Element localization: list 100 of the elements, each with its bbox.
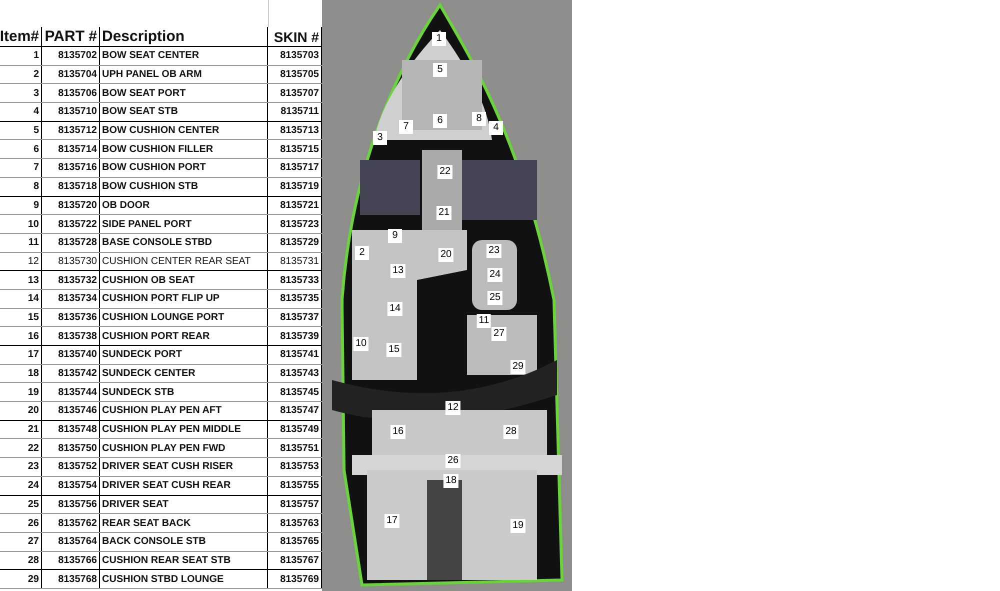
table-cell: CUSHION LOUNGE PORT (100, 308, 268, 326)
table-cell: 3 (0, 84, 42, 102)
table-cell: 16 (0, 327, 42, 345)
table-cell: BOW SEAT PORT (100, 84, 268, 102)
table-cell: 20 (0, 402, 42, 420)
table-cell: BOW SEAT STB (100, 103, 268, 121)
table-cell: 21 (0, 420, 42, 438)
table-cell: 29 (0, 570, 42, 588)
table-cell: 8135764 (42, 532, 100, 551)
table-cell: SUNDECK STB (100, 383, 268, 402)
callout-number: 7 (399, 120, 413, 134)
table-cell: 26 (0, 514, 42, 532)
table-cell: DRIVER SEAT (100, 496, 268, 514)
callout-number: 21 (436, 206, 452, 220)
callout-number: 12 (445, 401, 461, 415)
table-cell: 8135744 (42, 383, 100, 402)
table-cell: BOW CUSHION PORT (100, 159, 268, 177)
callout-number: 9 (388, 229, 402, 243)
table-cell: 8135756 (42, 496, 100, 514)
table-cell: 17 (0, 346, 42, 364)
table-cell: 8135762 (42, 514, 100, 532)
column-header: Description (100, 27, 268, 46)
callout-number: 28 (503, 425, 519, 439)
table-cell: CUSHION STBD LOUNGE (100, 570, 268, 588)
table-cell: 8135738 (42, 327, 100, 345)
table-cell: 8135716 (42, 159, 100, 177)
table-cell: 8135752 (42, 458, 100, 476)
table-cell: 8135714 (42, 140, 100, 158)
callout-number: 13 (390, 264, 406, 278)
table-cell: 8135722 (42, 215, 100, 233)
table-cell: 8135706 (42, 84, 100, 102)
callout-number: 18 (443, 474, 459, 488)
table-cell: 8135720 (42, 196, 100, 214)
table-cell: 8135754 (42, 476, 100, 494)
table-cell: BOW CUSHION FILLER (100, 140, 268, 158)
callout-number: 23 (486, 244, 502, 258)
table-cell: SUNDECK CENTER (100, 364, 268, 382)
table-cell: 8135766 (42, 552, 100, 570)
table-cell: 8135748 (42, 420, 100, 438)
callout-number: 16 (390, 425, 406, 439)
callout-number: 6 (433, 114, 447, 128)
table-cell: 8135742 (42, 364, 100, 382)
column-header: Item# (0, 27, 42, 46)
table-cell: 24 (0, 476, 42, 494)
table-cell: 6 (0, 140, 42, 158)
callout-number: 20 (438, 248, 454, 262)
callout-number: 22 (437, 165, 453, 179)
table-cell: CUSHION PLAY PEN MIDDLE (100, 420, 268, 438)
table-cell: UPH PANEL OB ARM (100, 66, 268, 84)
table-cell: 4 (0, 103, 42, 121)
callout-number: 27 (491, 327, 507, 341)
table-cell: CUSHION PORT FLIP UP (100, 290, 268, 308)
table-cell: 15 (0, 308, 42, 326)
table-cell: 14 (0, 290, 42, 308)
table-cell: 10 (0, 215, 42, 233)
table-cell: 8 (0, 178, 42, 196)
table-cell: 8135702 (42, 47, 100, 65)
table-cell: 8135718 (42, 178, 100, 196)
table-cell: 8135732 (42, 271, 100, 289)
callout-number: 2 (355, 246, 369, 260)
table-cell: SUNDECK PORT (100, 346, 268, 364)
table-cell: 27 (0, 532, 42, 551)
table-cell: 8135746 (42, 402, 100, 420)
table-cell: REAR SEAT BACK (100, 514, 268, 532)
table-cell: 23 (0, 458, 42, 476)
table-cell: 13 (0, 271, 42, 289)
table-cell: BOW CUSHION STB (100, 178, 268, 196)
table-cell: 8135740 (42, 346, 100, 364)
table-cell: CUSHION REAR SEAT STB (100, 552, 268, 570)
table-cell: 7 (0, 159, 42, 177)
table-cell: 25 (0, 496, 42, 514)
table-cell: CUSHION OB SEAT (100, 271, 268, 289)
table-cell: 2 (0, 66, 42, 84)
table-cell: BOW CUSHION CENTER (100, 122, 268, 140)
callout-number: 26 (445, 454, 461, 468)
callout-number: 15 (386, 343, 402, 357)
table-cell: 12 (0, 252, 42, 270)
table-cell: 8135728 (42, 234, 100, 252)
table-cell: 8135712 (42, 122, 100, 140)
table-cell: 8135734 (42, 290, 100, 308)
callout-number: 19 (510, 519, 526, 533)
table-cell: 8135704 (42, 66, 100, 84)
callout-number: 29 (510, 360, 526, 374)
table-cell: OB DOOR (100, 196, 268, 214)
table-cell: CUSHION PLAY PEN FWD (100, 439, 268, 458)
table-cell: BOW SEAT CENTER (100, 47, 268, 65)
table-cell: DRIVER SEAT CUSH RISER (100, 458, 268, 476)
table-cell: 19 (0, 383, 42, 402)
callout-number: 14 (387, 302, 403, 316)
table-cell: BACK CONSOLE STB (100, 532, 268, 551)
table-cell: 8135750 (42, 439, 100, 458)
table-cell: SIDE PANEL PORT (100, 215, 268, 233)
callout-number: 8 (472, 112, 486, 126)
table-cell: CUSHION PLAY PEN AFT (100, 402, 268, 420)
table-cell: 8135710 (42, 103, 100, 121)
table-cell: BASE CONSOLE STBD (100, 234, 268, 252)
table-cell: 22 (0, 439, 42, 458)
callout-number: 24 (487, 268, 503, 282)
callout-number: 25 (487, 291, 503, 305)
callout-number: 5 (433, 63, 447, 77)
